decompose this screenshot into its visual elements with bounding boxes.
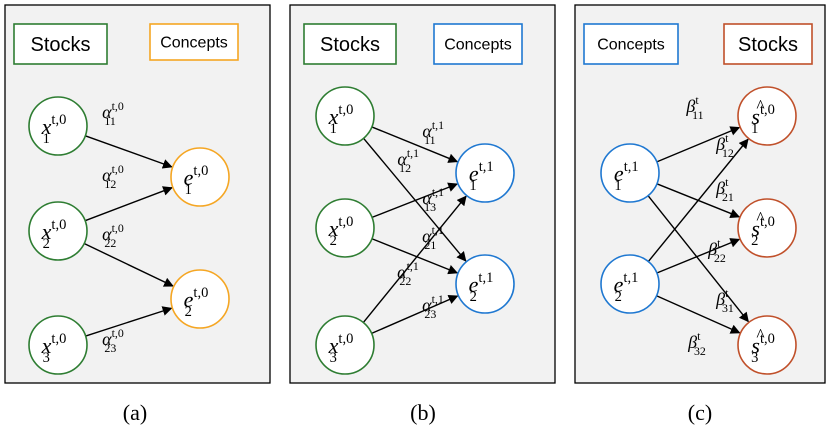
header-box-concepts <box>433 23 523 65</box>
edge-2-2 <box>371 182 458 219</box>
node-e1 <box>455 143 515 203</box>
hat-mark: ^ <box>756 325 765 345</box>
node-e1 <box>170 147 230 207</box>
node-s3 <box>737 315 797 375</box>
panel-caption: (c) <box>688 400 712 425</box>
edge-3-0 <box>656 126 741 163</box>
node-x2 <box>315 198 375 258</box>
edge-2-3 <box>371 238 459 275</box>
edge-3-4 <box>656 238 741 274</box>
node-x1 <box>315 86 375 146</box>
node-e2 <box>170 269 230 329</box>
edge-3-5 <box>656 295 741 334</box>
node-s2 <box>737 198 797 258</box>
edge-2-4 <box>362 195 467 323</box>
node-x2 <box>28 201 88 261</box>
header-box-concepts <box>149 23 239 61</box>
edge-1-3 <box>85 306 173 337</box>
node-e2 <box>600 254 660 314</box>
edge-3-2 <box>647 195 749 323</box>
header-box-stocks <box>303 23 397 65</box>
header-box-concepts <box>583 23 679 65</box>
panel-caption: (b) <box>410 400 436 425</box>
header-label: Concepts <box>597 37 665 54</box>
header-box-stocks <box>13 23 108 65</box>
edge-2-5 <box>371 295 459 335</box>
node-e2 <box>455 254 515 314</box>
edge-3-3 <box>647 138 749 262</box>
panel-caption: (a) <box>123 400 147 425</box>
header-label: Stocks <box>30 34 90 56</box>
header-box-stocks <box>723 23 813 65</box>
edge-1-0 <box>85 135 173 169</box>
node-s1 <box>737 86 797 146</box>
header-label: Concepts <box>160 35 228 52</box>
header-label: Stocks <box>320 34 380 56</box>
node-x3 <box>315 315 375 375</box>
edge-2-1 <box>363 137 467 262</box>
edge-1-1 <box>84 186 173 222</box>
edge-2-0 <box>371 126 459 163</box>
header-label: Stocks <box>738 34 798 56</box>
edge-1-2 <box>83 242 174 287</box>
hat-mark: ^ <box>756 96 765 116</box>
hat-mark: ^ <box>756 208 765 228</box>
node-x3 <box>28 315 88 375</box>
node-x1 <box>28 96 88 156</box>
node-e1 <box>600 143 660 203</box>
header-label: Concepts <box>444 37 512 54</box>
